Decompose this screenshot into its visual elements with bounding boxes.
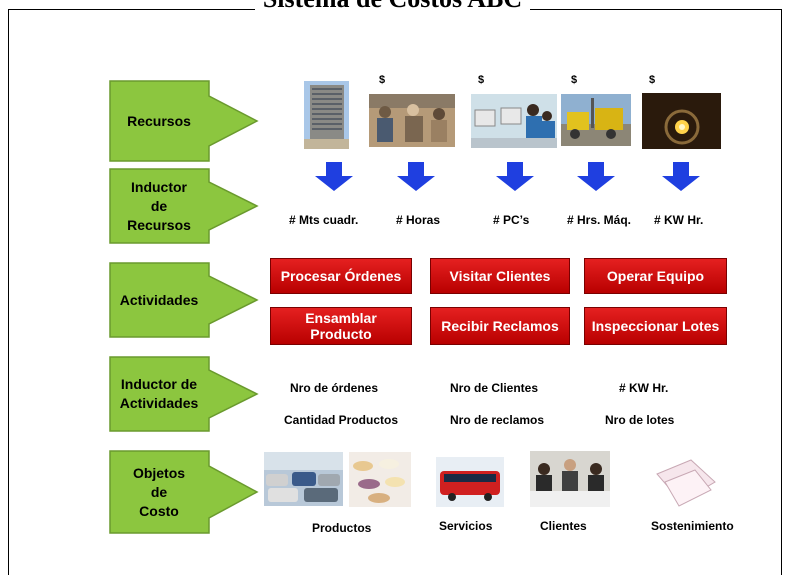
activity-driver-label: Nro de órdenes (290, 381, 379, 395)
activity-driver-label: Nro de reclamos (450, 413, 545, 427)
green-arrow-icon (109, 262, 259, 338)
row-arrow-recursos: Recursos (109, 80, 259, 162)
resource-driver-label: # Hrs. Máq. (567, 213, 632, 227)
row-arrow-inductor-recursos: Inductor de Recursos (109, 168, 259, 244)
cost-object-label: Clientes (540, 519, 587, 533)
row-arrow-objetos-costo: Objetos de Costo (109, 450, 259, 534)
activity-box: Recibir Reclamos (430, 307, 570, 345)
meeting-image (530, 451, 610, 507)
cost-label: $ (379, 74, 386, 86)
pills-image (349, 452, 411, 507)
green-arrow-icon (109, 80, 259, 162)
resource-driver-label: # KW Hr. (654, 213, 704, 227)
down-arrow-icon (314, 162, 354, 197)
row-arrow-actividades: Actividades (109, 262, 259, 338)
activity-box: Ensamblar Producto (270, 307, 412, 345)
office-pc-image (471, 94, 557, 148)
row-arrow-inductor-actividades: Inductor de Actividades (109, 356, 259, 432)
activity-driver-label: # KW Hr. (619, 381, 669, 395)
resource-driver-label: # Horas (396, 213, 441, 227)
paper-forms-image (651, 456, 723, 511)
cost-label: $ (478, 74, 485, 86)
green-arrow-icon (109, 450, 259, 534)
activity-box: Visitar Clientes (430, 258, 570, 294)
building-image (304, 81, 349, 149)
cost-object-label: Sostenimiento (651, 519, 734, 533)
down-arrow-icon (576, 162, 616, 197)
cost-label: $ (571, 74, 578, 86)
down-arrow-icon (396, 162, 436, 197)
activity-driver-label: Cantidad Productos (284, 413, 399, 427)
activity-box: Operar Equipo (584, 258, 727, 294)
activity-box: Inspeccionar Lotes (584, 307, 727, 345)
activity-driver-label: Nro de lotes (605, 413, 675, 427)
cars-image (264, 452, 343, 506)
activity-box: Procesar Órdenes (270, 258, 412, 294)
resource-driver-label: # PC’s (493, 213, 530, 227)
bus-image (436, 457, 504, 507)
row-label-inductor-recursos: Inductor de Recursos (127, 178, 191, 233)
activity-driver-label: Nro de Clientes (450, 381, 539, 395)
row-label-objetos-costo: Objetos de Costo (132, 464, 186, 519)
green-arrow-icon (109, 356, 259, 432)
light-bulb-image (642, 93, 721, 149)
cost-object-label: Productos (312, 521, 372, 535)
cost-object-label: Servicios (439, 519, 493, 533)
machinery-image (561, 94, 631, 146)
row-label-actividades: Actividades (119, 291, 199, 308)
workers-image (369, 94, 455, 147)
row-label-inductor-actividades: Inductor de Actividades (119, 376, 199, 411)
resource-driver-label: # Mts cuadr. (289, 213, 359, 227)
row-label-recursos: Recursos (127, 112, 191, 129)
down-arrow-icon (661, 162, 701, 197)
green-arrow-icon (109, 168, 259, 244)
page-title: Sistema de Costos ABC (0, 0, 785, 14)
down-arrow-icon (495, 162, 535, 197)
cost-label: $ (649, 74, 656, 86)
